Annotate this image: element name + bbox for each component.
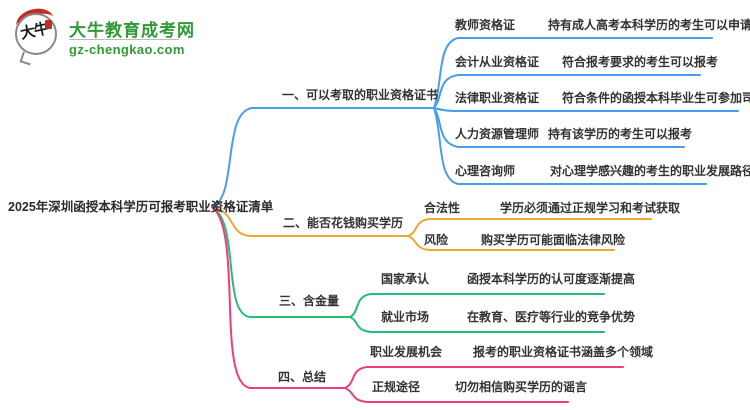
branch-4-child-2-title: 正规途径 bbox=[372, 380, 421, 394]
root-node: 2025年深圳函授本科学历可报考职业资格证清单 bbox=[8, 200, 274, 214]
branch-3-child-2-connector bbox=[349, 316, 605, 333]
branch-1-label: 一、可以考取的职业资格证书 bbox=[282, 88, 439, 102]
branch-3-label: 三、含金量 bbox=[279, 294, 340, 308]
branch-2-child-2-desc: 购买学历可能面临法律风险 bbox=[481, 233, 626, 247]
branch-4-child-2-connector bbox=[344, 387, 569, 403]
branch-1-child-1-desc: 持有成人高考本科学历的考生可以申请 bbox=[548, 18, 750, 32]
branch-2-child-1-connector bbox=[407, 218, 652, 237]
branch-1-child-3-desc: 符合条件的函授本科毕业生可参加司法考试 bbox=[562, 91, 750, 105]
branch-4-child-1-desc: 报考的职业资格证书涵盖多个领域 bbox=[473, 345, 654, 359]
site-name: 大牛教育成考网 bbox=[69, 21, 195, 40]
branch-1-child-3-connector bbox=[433, 107, 739, 112]
branch-1-child-1-title: 教师资格证 bbox=[455, 18, 516, 32]
branch-1-child-4-title: 人力资源管理师 bbox=[455, 127, 540, 141]
logo-divider bbox=[69, 39, 179, 40]
branch-3-child-2-title: 就业市场 bbox=[381, 310, 430, 324]
branch-1-child-3-title: 法律职业资格证 bbox=[455, 91, 540, 105]
branch-4-child-2-desc: 切勿相信购买学历的谣言 bbox=[455, 380, 588, 394]
branch-2-spine bbox=[211, 206, 409, 237]
branch-3-child-1-title: 国家承认 bbox=[381, 272, 430, 286]
branch-3-child-2-desc: 在教育、医疗等行业的竞争优势 bbox=[467, 310, 636, 324]
branch-4-child-1-title: 职业发展机会 bbox=[370, 345, 443, 359]
branch-1-child-2-desc: 符合报考要求的考生可以报考 bbox=[562, 55, 719, 69]
branch-1-child-5-title: 心理咨询师 bbox=[455, 164, 516, 178]
branch-1-child-1-connector bbox=[433, 37, 713, 109]
branch-1-child-5-connector bbox=[433, 107, 707, 185]
branch-1-child-2-title: 会计从业资格证 bbox=[455, 55, 540, 69]
branch-1-spine bbox=[211, 107, 435, 208]
branch-1-child-5-desc: 对心理学感兴趣的考生的职业发展路径 bbox=[550, 164, 750, 178]
site-domain: gz-chengkao.com bbox=[69, 42, 185, 57]
branch-2-child-2-connector bbox=[407, 235, 615, 251]
branch-1-child-4-connector bbox=[433, 107, 685, 148]
logo-bubble-icon bbox=[15, 13, 57, 55]
branch-3-spine bbox=[211, 206, 351, 318]
branch-2-label: 二、能否花钱购买学历 bbox=[283, 216, 404, 230]
branch-4-label: 四、总结 bbox=[278, 370, 327, 384]
branch-2-child-2-title: 风险 bbox=[424, 233, 449, 247]
branch-1-child-4-desc: 持有该学历的考生可以报考 bbox=[548, 127, 693, 141]
branch-2-child-1-desc: 学历必须通过正规学习和考试获取 bbox=[500, 201, 681, 215]
branch-4-child-1-connector bbox=[344, 366, 624, 389]
logo-seal-icon bbox=[45, 20, 52, 29]
branch-2-child-1-title: 合法性 bbox=[424, 201, 461, 215]
site-logo: 大牛 大牛教育成考网 gz-chengkao.com bbox=[12, 4, 232, 66]
branch-4-spine bbox=[211, 206, 346, 389]
branch-3-child-1-connector bbox=[349, 293, 605, 318]
branch-3-child-1-desc: 函授本科学历的认可度逐渐提高 bbox=[467, 272, 636, 286]
branch-1-child-2-connector bbox=[433, 74, 701, 109]
